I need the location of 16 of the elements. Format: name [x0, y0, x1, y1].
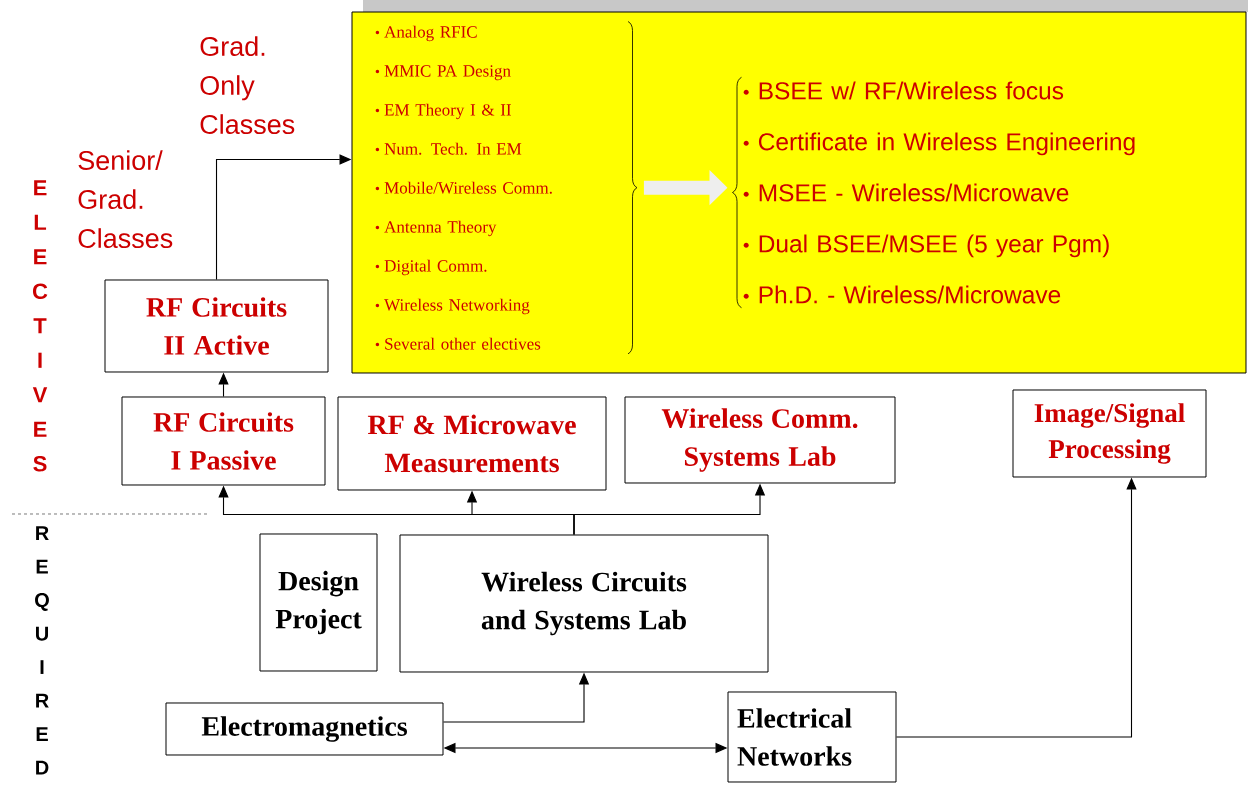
degree-list: BSEE w/ RF/Wireless focus Certificate in Wireless Engineering MSEE - Wireless/Microwave Dual BSEE/MSEE (5 year Pgm) Ph.D. - Wireless/Microwave — [743, 81, 1135, 304]
course-box: RF & Microwave Measurements — [337, 396, 607, 491]
course-box: Wireless Circuits and Systems Lab — [399, 534, 769, 673]
course-box: RF Circuits I Passive — [121, 396, 326, 486]
vertical-label: ELECTIVES — [32, 180, 48, 472]
course-box: Wireless Comm. Systems Lab — [624, 396, 896, 484]
course-box: Design Project — [259, 533, 378, 672]
highlight-panel — [351, 11, 1247, 374]
level-label: Senior/ Grad. Classes — [78, 150, 173, 249]
course-box: Electrical Networks — [727, 691, 897, 783]
course-box: Image/Signal Processing — [1012, 389, 1207, 478]
level-label: Grad. Only Classes — [200, 36, 295, 135]
vertical-label: REQUIRED — [35, 526, 49, 775]
course-box: RF Circuits II Active — [104, 279, 329, 373]
course-list: Analog RFIC MMIC PA Design EM Theory I & II Num. Tech. In EM Mobile/Wireless Comm. Antenna Theory Digital Comm. Wireless Networking Several other electives — [375, 25, 552, 350]
course-box: Electromagnetics — [165, 702, 444, 756]
